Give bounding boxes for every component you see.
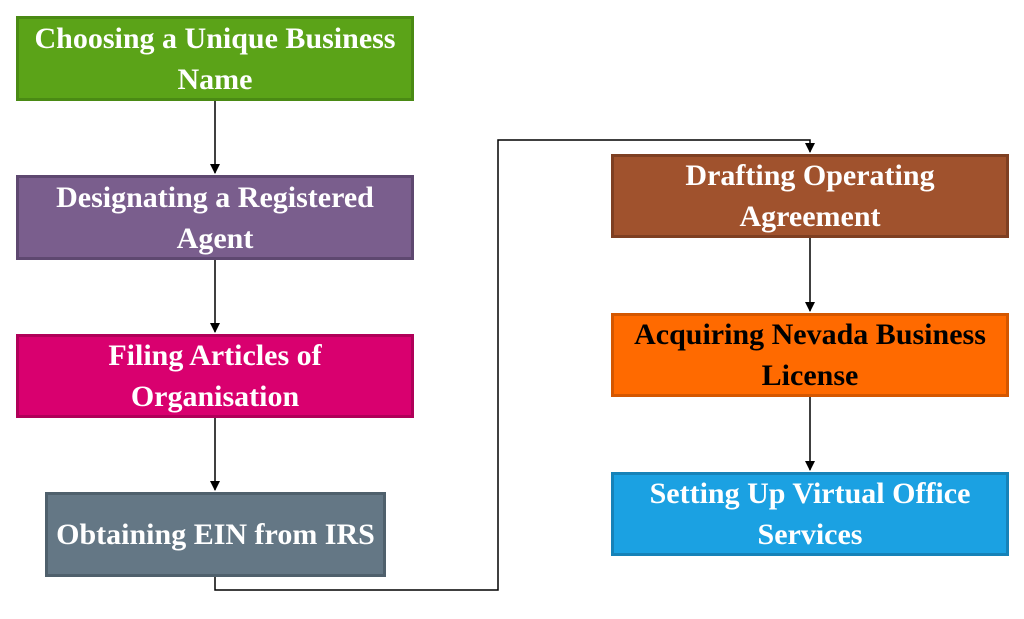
step-ein: Obtaining EIN from IRS <box>45 492 386 577</box>
step-choosing-name: Choosing a Unique Business Name <box>16 16 414 101</box>
step-label: Designating a Registered Agent <box>56 180 374 255</box>
step-registered-agent: Designating a Registered Agent <box>16 175 414 260</box>
step-business-license: Acquiring Nevada Business License <box>611 313 1009 397</box>
step-label: Choosing a Unique Business Name <box>34 21 396 96</box>
step-label: Filing Articles of Organisation <box>108 339 322 413</box>
step-label: Drafting Operating Agreement <box>685 159 935 233</box>
step-label: Acquiring Nevada Business License <box>634 318 986 392</box>
step-label: Obtaining EIN from IRS <box>56 518 375 551</box>
step-articles: Filing Articles of Organisation <box>16 334 414 418</box>
step-label: Setting Up Virtual Office Services <box>649 477 971 551</box>
step-virtual-office: Setting Up Virtual Office Services <box>611 472 1009 556</box>
step-operating-agreement: Drafting Operating Agreement <box>611 154 1009 238</box>
arrow-ein-to-agreement <box>214 139 815 591</box>
